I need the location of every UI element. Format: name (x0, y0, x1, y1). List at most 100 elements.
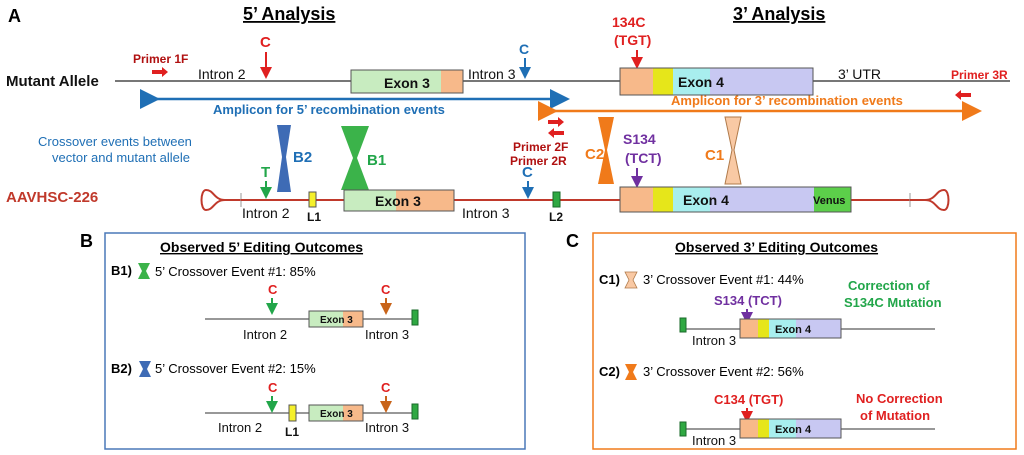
c1-exon4-box: Exon 4 (739, 318, 842, 339)
b1-label: B1 (367, 152, 386, 169)
venus-label: Venus (813, 195, 845, 207)
b1-outcome-marker (138, 263, 150, 279)
mutation-codon-sequence: (TGT) (614, 32, 651, 48)
l2-label: L2 (549, 210, 563, 224)
b2-c-mark-1: C (268, 380, 278, 395)
l2-linker (552, 191, 561, 208)
b1-c-mark-2: C (381, 282, 391, 297)
construct-exon4-box: Exon 4 Venus (619, 186, 852, 213)
c2-c134-label: C134 (TGT) (714, 392, 783, 407)
heading-3-analysis: 3’ Analysis (733, 4, 825, 24)
correction-line1: Correction of (848, 278, 930, 293)
b1-l2-linker (411, 309, 419, 326)
exon4-box-mutant: Exon 4 (619, 67, 814, 96)
b2-c-mark-2: C (381, 380, 391, 395)
b1-outcome-text: 5’ Crossover Event #1: 85% (155, 264, 316, 279)
t-mark: T (261, 164, 270, 181)
panel-b-label: B (80, 231, 93, 251)
c2-label: C2 (585, 146, 604, 163)
b2-label: B2 (293, 149, 312, 166)
c2-exon4-label: Exon 4 (775, 424, 812, 436)
b2-crossover-marker (277, 125, 291, 192)
primer-2r-arrow-icon (548, 128, 564, 138)
primer-1f-arrow-icon (152, 67, 168, 77)
b2-l1-linker (288, 404, 297, 422)
b1-intron2-label: Intron 2 (243, 327, 287, 342)
c1-crossover-marker (724, 116, 742, 185)
primer-2r-label: Primer 2R (510, 154, 567, 168)
c1-l2-linker (679, 317, 687, 333)
b2-exon3-box: Exon 3 (308, 404, 364, 422)
exon3-label: Exon 3 (384, 75, 430, 91)
panel-b: B Observed 5’ Editing Outcomes B1) 5’ Cr… (80, 231, 526, 450)
primer-3r-label: Primer 3R (951, 68, 1008, 82)
primer-2f-arrow-icon (548, 117, 564, 127)
c2-exon4-box: Exon 4 (739, 418, 842, 439)
c-mark-intron3: C (519, 41, 529, 57)
mutation-codon-label: 134C (612, 14, 645, 30)
construct-intron2-label: Intron 2 (242, 205, 290, 221)
panel-b-title: Observed 5’ Editing Outcomes (160, 239, 363, 255)
correction-line2: S134C Mutation (844, 295, 942, 310)
no-correction-line2: of Mutation (860, 408, 930, 423)
itr-right-icon (910, 188, 950, 212)
b1-exon3-label: Exon 3 (320, 315, 353, 326)
construct-exon4-label: Exon 4 (683, 192, 729, 208)
aavhsc-label: AAVHSC-226 (6, 189, 98, 206)
primer-3r-arrow-icon (955, 90, 971, 100)
s134-label: S134 (623, 131, 656, 147)
panel-a-label: A (8, 6, 21, 26)
c2-intron3-label: Intron 3 (692, 433, 736, 448)
intron2-label: Intron 2 (198, 66, 246, 82)
primer-1f-label: Primer 1F (133, 52, 188, 66)
c1-outcome-marker (624, 271, 638, 289)
amplicon-5-label: Amplicon for 5’ recombination events (213, 102, 445, 117)
amplicon-3-label: Amplicon for 3’ recombination events (671, 93, 903, 108)
panel-c-title: Observed 3’ Editing Outcomes (675, 239, 878, 255)
construct-intron3-label: Intron 3 (462, 205, 510, 221)
l1-label: L1 (307, 210, 321, 224)
l1-linker (308, 191, 317, 208)
b1-outcome-label: B1) (111, 263, 132, 278)
b2-l2-linker (411, 403, 419, 420)
c-mark-intron2: C (260, 34, 271, 51)
c2-l2-linker (679, 421, 687, 437)
construct-c-mark: C (522, 164, 533, 181)
c1-outcome-label: C1) (599, 272, 620, 287)
c1-exon4-label: Exon 4 (775, 324, 812, 336)
b2-outcome-marker (139, 361, 151, 377)
c2-outcome-text: 3’ Crossover Event #2: 56% (643, 364, 804, 379)
panel-c-label: C (566, 231, 579, 251)
exon4-label: Exon 4 (678, 74, 724, 90)
primer-2f-label: Primer 2F (513, 140, 568, 154)
utr3-label: 3’ UTR (838, 66, 881, 82)
b2-outcome-label: B2) (111, 361, 132, 376)
b2-outcome-text: 5’ Crossover Event #2: 15% (155, 361, 316, 376)
panel-c-frame (592, 232, 1017, 450)
b1-intron3-label: Intron 3 (365, 327, 409, 342)
s134-codon: (TCT) (625, 150, 662, 166)
c2-outcome-marker (625, 364, 637, 380)
no-correction-line1: No Correction (856, 391, 943, 406)
crossover-note-line1: Crossover events between (38, 134, 192, 149)
b1-crossover-marker (341, 126, 369, 190)
heading-5-analysis: 5’ Analysis (243, 4, 335, 24)
intron3-label: Intron 3 (468, 66, 516, 82)
panel-c: C Observed 3’ Editing Outcomes C1) 3’ Cr… (566, 231, 1017, 450)
c1-label: C1 (705, 147, 724, 164)
c2-outcome-label: C2) (599, 364, 620, 379)
c2-crossover-marker (598, 117, 614, 184)
b2-intron3-label: Intron 3 (365, 420, 409, 435)
c1-intron3-label: Intron 3 (692, 333, 736, 348)
b2-exon3-label: Exon 3 (320, 409, 353, 420)
mutant-allele-label: Mutant Allele (6, 73, 99, 90)
crossover-note-line2: vector and mutant allele (52, 150, 190, 165)
construct-exon3-box: Exon 3 (343, 189, 455, 212)
b2-intron2-label: Intron 2 (218, 420, 262, 435)
exon3-box: Exon 3 (350, 69, 464, 94)
itr-left-icon (200, 188, 241, 212)
b2-l1-label: L1 (285, 425, 299, 439)
c1-outcome-text: 3’ Crossover Event #1: 44% (643, 272, 804, 287)
construct-exon3-label: Exon 3 (375, 193, 421, 209)
